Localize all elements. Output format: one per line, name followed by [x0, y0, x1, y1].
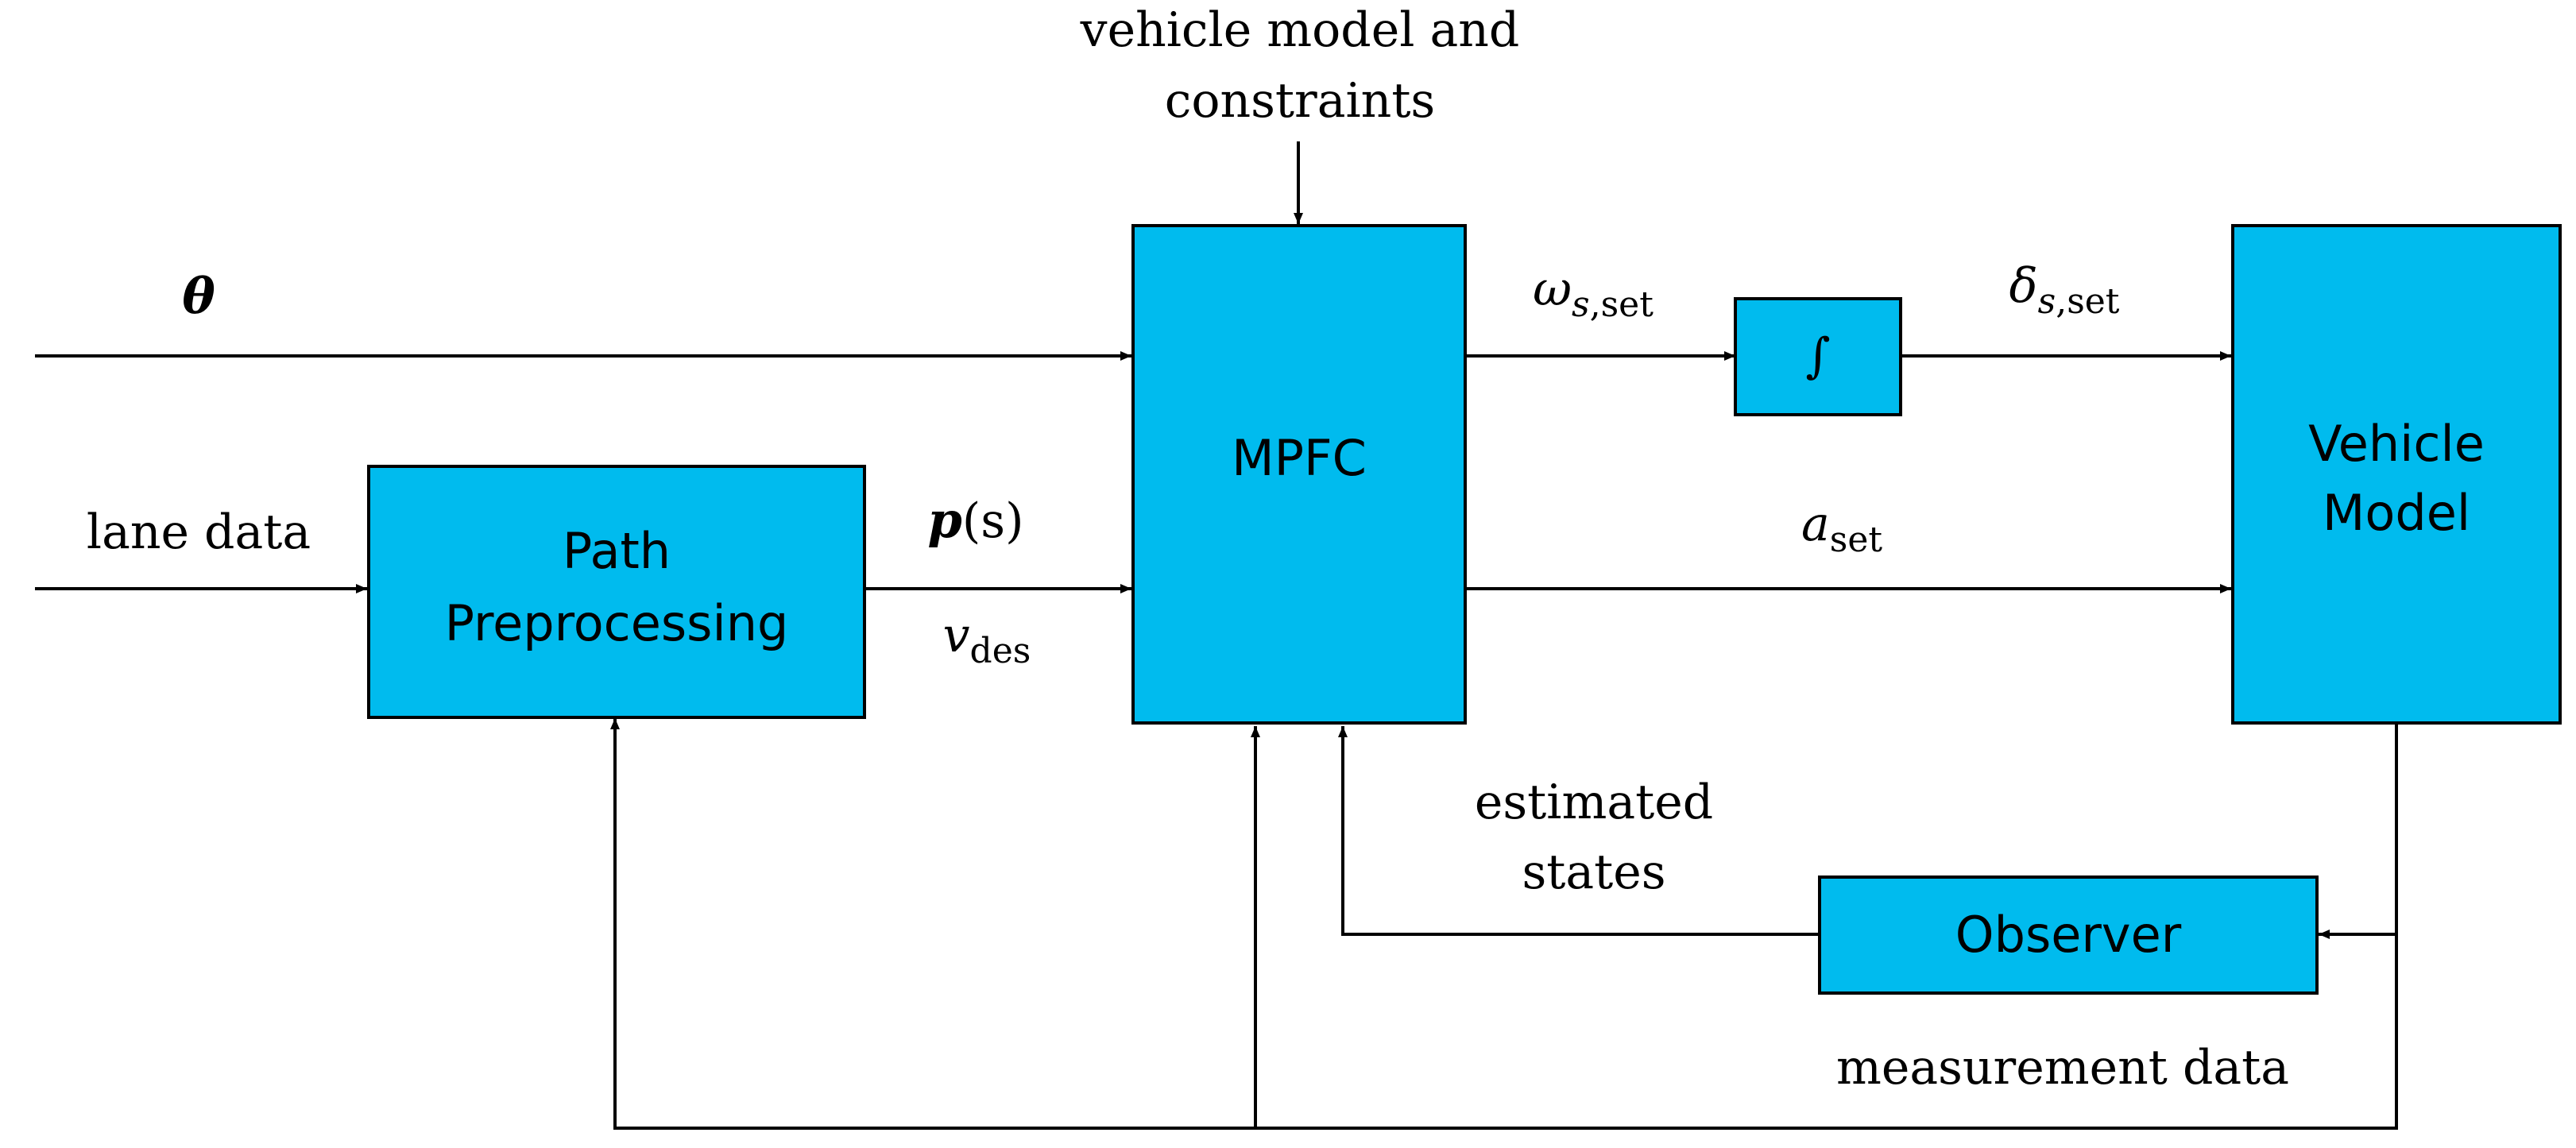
estimated-states-arrow	[1338, 726, 1818, 936]
lane-data-label: lane data	[87, 504, 311, 560]
path-preprocessing-block: Path Preprocessing	[367, 465, 866, 719]
mpfc-label: MPFC	[1232, 429, 1367, 487]
observer-block: Observer	[1818, 875, 2319, 995]
observer-label: Observer	[1955, 906, 2182, 964]
vehicle-constraints-label-line1: vehicle model and	[1080, 2, 1520, 58]
vehicle-model-block: Vehicle Model	[2231, 224, 2562, 725]
a-set-label: aset	[1801, 497, 1882, 560]
integrator-symbol: ∫	[1805, 328, 1830, 384]
vehicle-constraints-label-line2: constraints	[1165, 73, 1435, 129]
measurement-feedback-line	[610, 718, 2398, 1130]
measurement-to-observer-arrow	[2319, 725, 2398, 939]
estimated-states-label-line2: states	[1522, 845, 1665, 900]
omega-set-label: ωs,set	[1533, 261, 1654, 325]
mpfc-block: MPFC	[1131, 224, 1467, 725]
v-des-label: vdes	[943, 608, 1031, 671]
measurement-data-label: measurement data	[1836, 1040, 2289, 1096]
delta-set-label: δs,set	[2009, 258, 2119, 322]
path-preprocessing-label-line1: Path	[563, 522, 671, 580]
theta-label: θ	[182, 267, 215, 325]
vehicle-model-label-line2: Model	[2323, 484, 2470, 542]
path-function-label: p(s)	[928, 491, 1024, 549]
path-preprocessing-label-line2: Preprocessing	[445, 594, 789, 652]
integrator-block: ∫	[1734, 297, 1902, 416]
vehicle-model-label-line1: Vehicle	[2308, 415, 2485, 473]
estimated-states-label-line1: estimated	[1475, 775, 1713, 830]
